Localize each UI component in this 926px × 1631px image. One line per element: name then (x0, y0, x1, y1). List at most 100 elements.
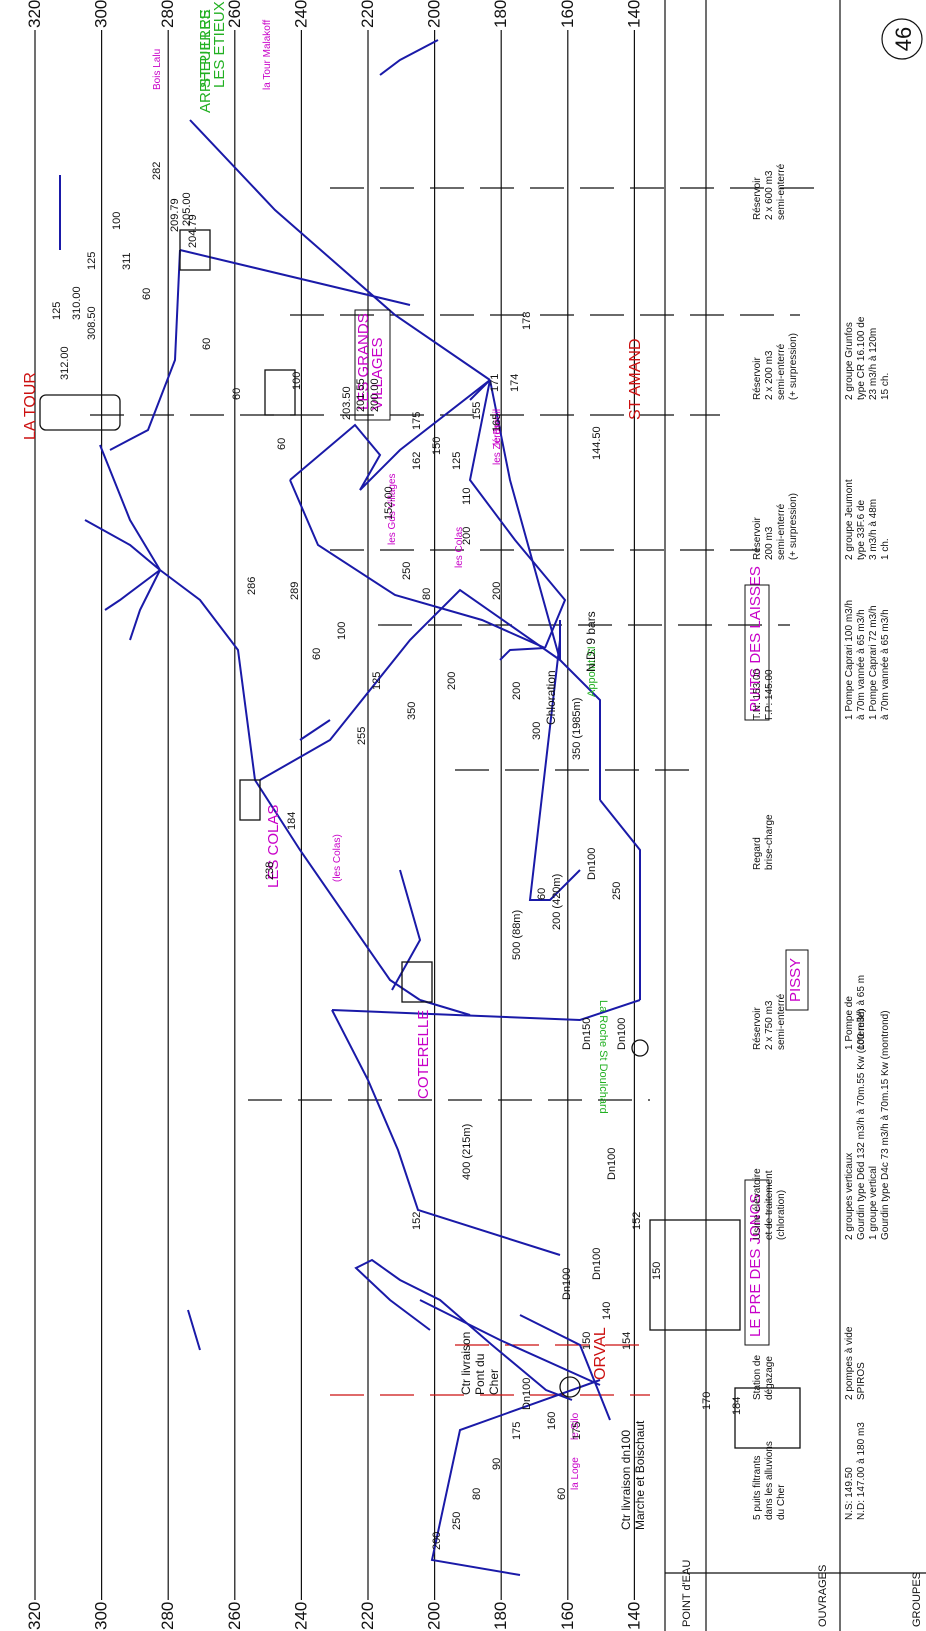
green-labels: ST PIERRE LES ETIEUX ARPHEUILLES La Roch… (197, 1, 609, 1113)
label-le-breuil: le Breuil (492, 409, 503, 445)
ouvrage-1-1: dégazage (764, 1356, 775, 1400)
groupe-7-1: type CR 16.100 de (856, 316, 867, 400)
annotation-32: 100 (111, 212, 123, 230)
row-ouvrages: OUVRAGES (817, 1565, 829, 1627)
annotation-40: 125 (451, 452, 463, 470)
label-ctr-pont-2: Pont du (473, 1354, 487, 1395)
label-la-loge: la Loge (570, 1457, 581, 1490)
label-les-zeros: les Zéros (492, 424, 503, 465)
annotation-37: 60 (276, 438, 288, 450)
pipe-network (59, 39, 641, 1576)
reservoir-grands-villages-1 (264, 369, 296, 416)
elevation-gridlines (34, 30, 636, 1600)
annotation-21: 165 (491, 414, 503, 432)
label-ctr-pont-1: Ctr livraison (459, 1332, 473, 1395)
groupe-6-0: 2 groupe Jeumont (844, 479, 855, 560)
annotation-68: 200 (431, 1532, 443, 1550)
tick-label-bottom-300: 300 (92, 1602, 111, 1630)
reservoir-la-tour (39, 394, 121, 431)
ouvrage-7-2: semi-enterré (776, 343, 787, 400)
annotation-8: 200.00 (369, 378, 381, 412)
label-le-silo: le Silo (570, 1412, 581, 1440)
tick-label-top-240: 240 (291, 0, 310, 28)
structures (39, 229, 801, 1449)
annotation-74: Dn150 (581, 1018, 593, 1050)
groupe-7-2: 23 m3/h à 120m (868, 328, 879, 400)
tick-label-bottom-220: 220 (358, 1602, 377, 1630)
tick-label-bottom-200: 200 (425, 1602, 444, 1630)
ouvrage-0-0: 5 puits filtrants (752, 1456, 763, 1520)
annotation-54: 350 (1985m) (571, 698, 583, 760)
groupe-3-0: 1 Pompe de (844, 996, 855, 1050)
tick-label-bottom-180: 180 (491, 1602, 510, 1630)
label-gds-villages: les Gds Villages (387, 473, 398, 545)
tick-label-top-220: 220 (358, 0, 377, 28)
annotation-15: 184 (286, 812, 298, 830)
groupe-1-1: SPIROS (856, 1362, 867, 1400)
label-st-amand: ST AMAND (627, 339, 644, 421)
annotation-65: 90 (491, 1458, 503, 1470)
ouvrage-0-1: dans les alluvions (764, 1441, 775, 1520)
annotation-3: 209.79 (169, 198, 181, 232)
annotation-5: 204.79 (187, 214, 199, 248)
annotation-9: 282 (151, 162, 163, 180)
label-coterelle: COTERELLE (415, 1010, 432, 1099)
annotation-53: 300 (531, 722, 543, 740)
label-arpheuilles: ARPHEUILLES (197, 10, 214, 113)
annotation-36: 100 (291, 372, 303, 390)
groupe-2-1: Gourdin type D6d 132 m3/h à 70m.55 Kw (c… (856, 1009, 867, 1240)
ouvrage-6-3: (+ surpression) (788, 493, 799, 560)
annotation-61: 150 (651, 1262, 663, 1280)
groupe-2-3: Gourdin type D4c 73 m3/h à 70m.15 Kw (mo… (880, 1010, 891, 1240)
label-les-grands-villages: LES GRANDS (355, 313, 372, 410)
tick-label-bottom-260: 260 (225, 1602, 244, 1630)
ouvrage-1-0: Station de (752, 1355, 763, 1400)
annotation-47: 100 (336, 622, 348, 640)
annotation-27: 160 (546, 1412, 558, 1430)
annotation-10: 311 (121, 252, 133, 270)
annotation-11: 286 (246, 577, 258, 595)
magenta-labels: LES GRANDS VILLAGES LES COLAS COTERELLE … (265, 313, 804, 1337)
annotation-24: 154 (621, 1332, 633, 1350)
annotation-23: 144.50 (591, 426, 603, 460)
annotation-2: 308.50 (86, 306, 98, 340)
row-point-eau: POINT d'EAU (681, 1560, 693, 1627)
annotation-0: 312.00 (59, 346, 71, 380)
groupe-5-3: à 70m vannée à 65 m3/h (880, 609, 891, 720)
annotation-50: 200 (446, 672, 458, 690)
label-ctr-pont-3: Cher (487, 1369, 501, 1395)
tick-label-top-160: 160 (558, 0, 577, 28)
annotation-73: Dn100 (616, 1018, 628, 1050)
annotation-31: 125 (86, 252, 98, 270)
groupe-7-0: 2 groupe Grunfos (844, 322, 855, 400)
label-les-colas-small: les Colas (454, 527, 465, 568)
tick-label-bottom-160: 160 (558, 1602, 577, 1630)
ouvrage-7-3: (+ surpression) (788, 333, 799, 400)
label-les-colas: LES COLAS (265, 805, 282, 888)
annotation-66: 80 (471, 1488, 483, 1500)
ouvrage-5-0: T.N: 153.00 (752, 668, 763, 720)
annotation-7: 201.55 (355, 378, 367, 412)
annotation-58: 400 (215m) (461, 1124, 473, 1180)
groupe-5-1: à 70m vannée à 65 m3/h (856, 609, 867, 720)
ouvrage-3-1: 2 x 750 m3 (764, 1000, 775, 1050)
ouvrage-8-0: Réservoir (752, 177, 763, 220)
black-labels: Chloration N.D: 9 bars Ctr livraison Pon… (459, 611, 647, 1530)
groupe-6-3: 1 ch. (880, 538, 891, 560)
groupe-5-0: 1 Pompe Caprari 100 m3/h (844, 600, 855, 720)
annotation-42: 200 (461, 527, 473, 545)
annotation-51: 200 (511, 682, 523, 700)
ouvrage-2-2: (chloration) (776, 1190, 787, 1240)
annotation-63: 150 (581, 1332, 593, 1350)
label-nd-bars: N.D: 9 bars (584, 611, 598, 672)
page-number-circle (881, 18, 923, 60)
ouvrage-8-2: semi-enterré (776, 163, 787, 220)
label-la-roche: La Roche St Doulchard (597, 1000, 609, 1114)
annotation-1: 310.00 (71, 286, 83, 320)
ouvrage-0-2: du Cher (776, 1484, 787, 1520)
annotation-14: 238 (264, 862, 276, 880)
